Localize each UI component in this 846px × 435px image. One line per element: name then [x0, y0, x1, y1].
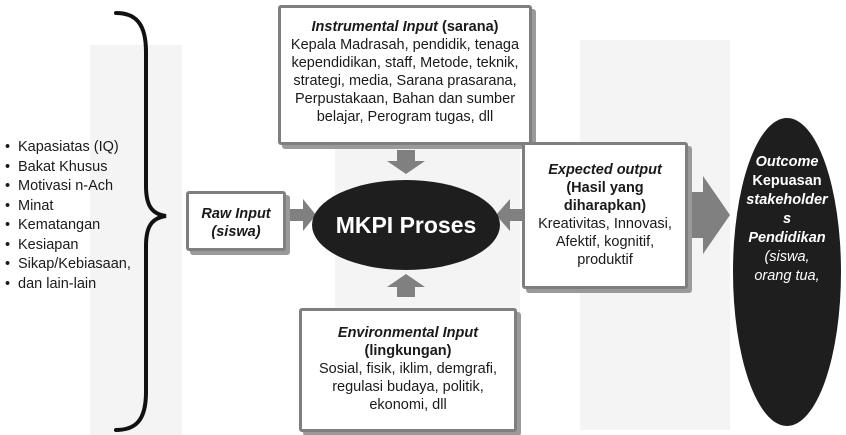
trait-item: Bakat Khusus: [4, 158, 131, 178]
raw-input-sublabel: (siswa): [211, 224, 261, 240]
expected-output-subtitle: (Hasil yang: [566, 180, 644, 196]
environmental-input-line: ekonomi, dll: [369, 397, 447, 413]
expected-output-title: Expected output: [548, 162, 662, 178]
outcome-ellipse: Outcome Kepuasan stakeholder s Pendidika…: [733, 118, 841, 426]
expected-output-box: Expected output (Hasil yang diharapkan) …: [522, 142, 688, 289]
trait-item: Motivasi n-Ach: [4, 177, 131, 197]
arrow-right-large-icon: [688, 176, 730, 254]
outcome-line: (siswa,: [764, 249, 810, 265]
trait-item: Kematangan: [4, 216, 131, 236]
trait-item: Sikap/Kebiasaan,: [4, 255, 131, 275]
environmental-input-subtitle: (lingkungan): [364, 343, 452, 359]
expected-output-line: Afektif, kognitif,: [555, 234, 655, 250]
student-traits-list: Kapasiatas (IQ) Bakat Khusus Motivasi n-…: [4, 138, 131, 294]
environmental-input-line: Sosial, fisik, iklim, demgrafi,: [318, 361, 498, 377]
outcome-line: stakeholder: [746, 192, 828, 208]
arrow-left-icon: [496, 199, 524, 231]
outcome-line: s: [782, 211, 792, 227]
arrow-up-icon: [387, 274, 425, 297]
environmental-input-box: Environmental Input (lingkungan) Sosial,…: [299, 308, 517, 432]
trait-item: Minat: [4, 197, 131, 217]
trait-item: Kesiapan: [4, 236, 131, 256]
trait-item: Kapasiatas (IQ): [4, 138, 131, 158]
outcome-line: Pendidikan: [748, 230, 826, 246]
raw-input-label: Raw Input: [201, 206, 271, 222]
instrumental-input-box: Instrumental Input (sarana) Kepala Madra…: [278, 5, 532, 145]
process-label: MKPI Proses: [335, 211, 477, 238]
raw-input-box: Raw Input (siswa): [186, 191, 286, 251]
instrumental-input-line: belajar, Perogram tugas, dll: [316, 109, 494, 125]
arrow-down-icon: [387, 150, 425, 174]
instrumental-input-line: Perpustakaan, Bahan dan sumber: [294, 91, 516, 107]
outcome-title: Outcome: [755, 154, 819, 170]
arrow-right-icon: [288, 199, 316, 231]
instrumental-input-title: Instrumental Input (sarana): [311, 19, 499, 35]
instrumental-input-line: Kepala Madrasah, pendidik, tenaga: [290, 37, 520, 53]
curly-brace: [114, 11, 167, 432]
expected-output-line: produktif: [577, 252, 633, 268]
instrumental-input-line: kependidikan, staff, Metode, teknik,: [291, 55, 519, 71]
environmental-input-title: Environmental Input: [337, 325, 479, 341]
outcome-line: orang tua,: [754, 268, 820, 284]
expected-output-line: Kreativitas, Innovasi,: [538, 216, 672, 232]
environmental-input-line: regulasi budaya, politik,: [332, 379, 484, 395]
trait-item: dan lain-lain: [4, 275, 131, 295]
process-ellipse: MKPI Proses: [312, 180, 500, 270]
expected-output-subtitle: diharapkan): [563, 198, 647, 214]
outcome-line: Kepuasan: [752, 173, 822, 189]
instrumental-input-line: strategi, media, Sarana prasarana,: [293, 73, 517, 89]
